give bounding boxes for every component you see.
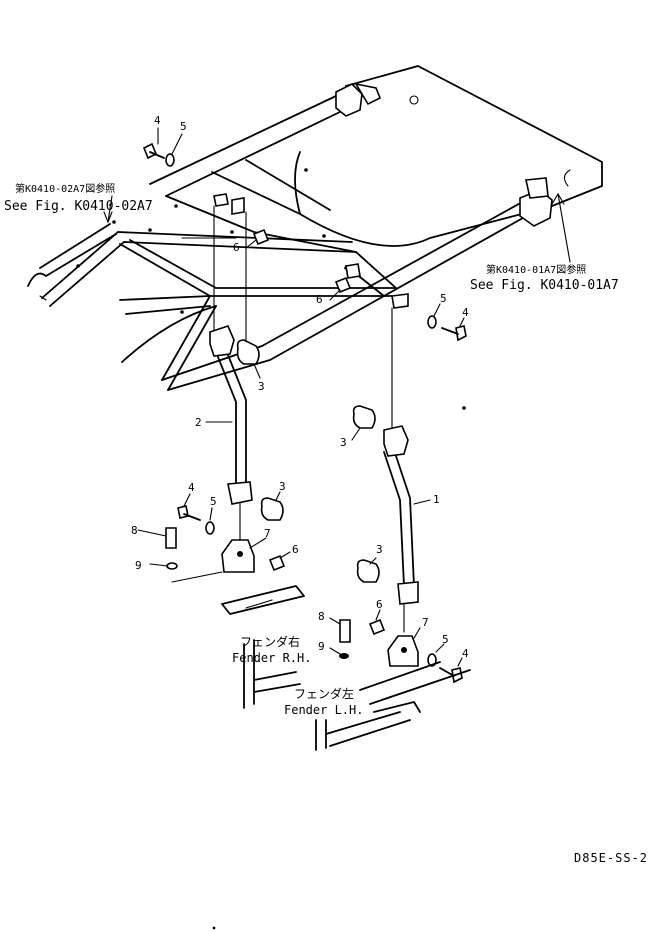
roof-rails [149,82,553,361]
callout-left-bolt: 4 [188,481,195,494]
callout-center-ring: 9 [318,640,325,653]
reference-left-jp: 第K0410-02A7図参照 [15,182,115,195]
drawing-code: D85E-SS-2 [574,851,648,865]
fender-rh-label-en: Fender R.H. [232,651,311,665]
callout-right-bracket: 7 [422,616,429,629]
callout-right-nut: 6 [376,598,383,611]
right-support-pipe [383,425,419,605]
reference-right-jp: 第K0410-01A7図参照 [486,263,586,276]
callout-left-pin: 8 [131,524,138,537]
callout-center-pin: 8 [318,610,325,623]
callout-right-washer: 5 [440,292,447,305]
assembly-lines [103,192,571,633]
fender-lh-label-en: Fender L.H. [284,703,363,717]
callout-frame-nut-mid: 6 [316,293,323,306]
callout-right-bolt: 4 [462,306,469,319]
bolts [142,142,467,684]
nuts [252,228,386,636]
brackets [221,539,419,667]
fender-lh-label-jp: フェンダ左 [294,686,354,701]
fender-rh [221,585,305,709]
callout-left-washer: 5 [210,495,217,508]
callout-left-nut: 6 [292,543,299,556]
callout-left-upper-bushing: 3 [258,380,265,393]
pins-and-rings [165,527,351,659]
fender-lh [315,661,471,751]
callout-right-upper-bushing: 3 [340,436,347,449]
fender-labels: フェンダ右 Fender R.H. フェンダ左 Fender L.H. [232,634,363,717]
callout-left-lower-bushing: 3 [279,480,286,493]
washers [165,153,437,667]
callout-leaders [137,127,465,667]
callout-top-washer: 5 [180,120,187,133]
callout-left-ring: 9 [135,559,142,572]
callout-lower-bolt: 4 [462,647,469,660]
callout-left-pipe: 2 [195,416,202,429]
reference-right-en: See Fig. K0410-01A7 [470,278,619,293]
callout-right-pipe: 1 [433,493,440,506]
bushings [236,339,380,583]
callout-left-bracket: 7 [264,527,271,540]
main-frame [27,159,466,930]
callout-frame-nut-left: 6 [233,241,240,254]
callout-top-bolt: 4 [154,114,161,127]
left-support-pipe [209,325,253,505]
figure-references: 第K0410-02A7図参照 See Fig. K0410-02A7 第K041… [4,182,619,293]
callout-numbers: 4 5 6 6 5 4 3 2 3 3 4 5 1 8 7 9 6 3 6 8 … [131,114,469,660]
callout-right-lower-bushing: 3 [376,543,383,556]
fender-rh-label-jp: フェンダ右 [240,634,300,649]
callout-lower-washer: 5 [442,633,449,646]
reference-left-en: See Fig. K0410-02A7 [4,199,153,214]
